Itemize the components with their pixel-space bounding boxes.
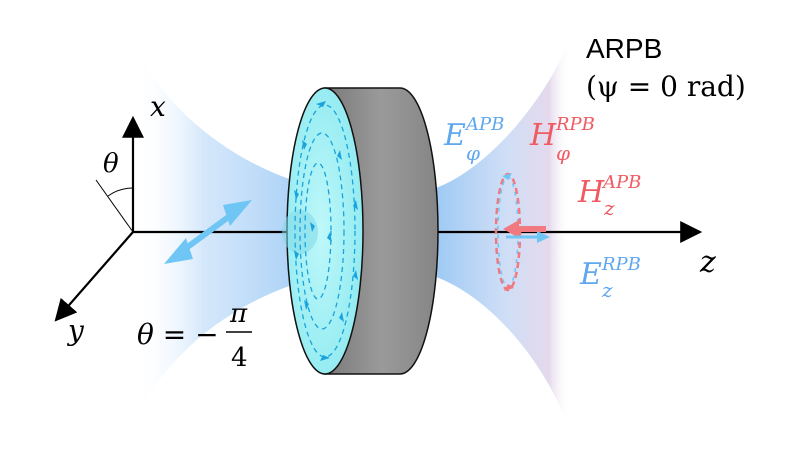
e-phi-sub: φ — [466, 141, 480, 165]
beam-right — [430, 40, 570, 430]
e-z-sub: z — [601, 278, 613, 302]
disk-center-glow — [282, 210, 318, 254]
theta-value-lhs: θ = − — [137, 318, 219, 351]
h-z-sub: z — [603, 196, 615, 220]
y-axis — [54, 231, 134, 322]
label-h-z-apb: H APB z — [577, 172, 641, 220]
h-phi-sup: RPB — [555, 114, 595, 135]
spiral-phase-plate — [282, 87, 439, 375]
e-phi-sup: APB — [464, 114, 504, 135]
z-axis-label: z — [699, 245, 716, 280]
h-z-base: H — [577, 175, 605, 210]
title-line-2: (ψ = 0 rad) — [586, 70, 746, 103]
h-z-sup: APB — [601, 172, 641, 193]
label-h-phi-rpb: H RPB φ — [529, 114, 595, 165]
h-phi-base: H — [529, 118, 557, 153]
hz-arrow — [503, 220, 546, 238]
theta-arc — [107, 187, 134, 197]
label-e-phi-apb: E APB φ — [443, 114, 504, 165]
disk-field-arrows — [294, 101, 358, 361]
theta-value-denominator: 4 — [231, 343, 248, 373]
title-line-1: ARPB — [586, 33, 662, 64]
theta-value-label: θ = − π 4 — [137, 299, 252, 373]
e-z-base: E — [579, 257, 602, 292]
e-z-sup: RPB — [601, 254, 641, 275]
x-axis-label: x — [150, 90, 166, 123]
y-axis-label: y — [66, 314, 85, 347]
polarization-double-arrow — [164, 200, 252, 264]
ez-arrow — [506, 231, 550, 243]
theta-symbol: θ — [103, 149, 119, 179]
label-e-z-rpb: E RPB z — [579, 254, 641, 302]
theta-value-numerator: π — [229, 299, 248, 329]
e-phi-base: E — [443, 118, 466, 153]
theta-reference-line — [95, 179, 134, 233]
disk-field-lines — [294, 104, 356, 358]
h-phi-sub: φ — [556, 141, 570, 165]
